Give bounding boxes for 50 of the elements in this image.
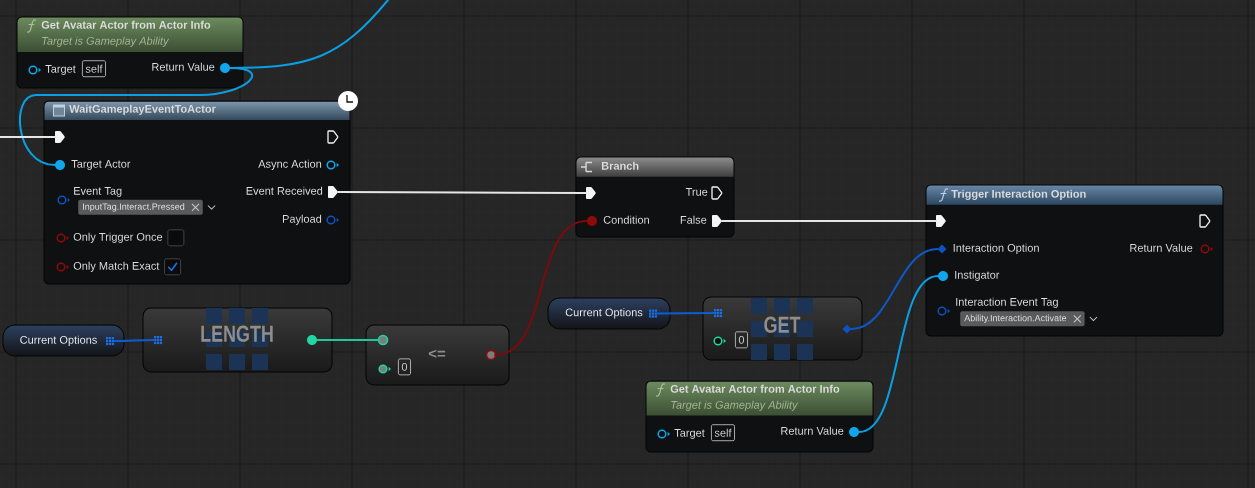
wire xyxy=(337,191,587,194)
pin-label: Target xyxy=(45,65,76,75)
tag-chip: Ability.Interaction.Activate xyxy=(960,311,1085,327)
pin-label: Instigator xyxy=(955,270,1000,281)
wire xyxy=(850,248,939,330)
value-field: 0 xyxy=(735,331,748,349)
wire xyxy=(494,220,588,356)
pin-label: Only Trigger Once xyxy=(73,232,163,243)
pin-label: False xyxy=(680,215,707,224)
pin-label: Only Match Exact xyxy=(73,261,160,272)
node-title: Trigger Interaction Option xyxy=(951,189,1086,200)
pin-label: Condition xyxy=(603,215,649,224)
pin-label: Async Action xyxy=(258,159,322,170)
wire xyxy=(0,136,56,138)
array-pin-icon xyxy=(714,309,723,318)
pin-label: Target Actor xyxy=(71,160,131,170)
pin-label: Interaction Option xyxy=(953,243,1039,254)
pin-label: Return Value xyxy=(781,426,844,435)
variable-pill: Current Options xyxy=(2,324,125,357)
node-title: Branch xyxy=(601,161,639,170)
value-field: 0 xyxy=(398,358,411,376)
node-title: Get Avatar Actor from Actor Info xyxy=(670,384,840,393)
wire xyxy=(656,312,715,315)
wire xyxy=(316,339,380,341)
pin-label: Return Value xyxy=(152,62,215,71)
wire xyxy=(18,67,254,166)
pin-label: Target xyxy=(674,429,705,439)
node-subtitle: Target is Gameplay Ability xyxy=(42,36,170,47)
exec-pin-icon xyxy=(55,131,65,143)
wire xyxy=(858,275,939,433)
value-field: self xyxy=(82,60,106,78)
exec-pin-icon xyxy=(936,215,946,227)
array-pin-icon xyxy=(649,309,658,318)
pin-label: Event Received xyxy=(246,186,323,195)
pin-label: Interaction Event Tag xyxy=(956,297,1058,308)
pin-icon xyxy=(377,334,389,346)
pin-label: Return Value xyxy=(1130,243,1193,252)
node-title: WaitGameplayEventToActor xyxy=(69,104,216,115)
pin-label: True xyxy=(685,188,708,196)
node-subtitle: Target is Gameplay Ability xyxy=(671,400,799,411)
diamond-pin-icon xyxy=(842,324,852,334)
exec-pin-icon xyxy=(586,187,596,199)
array-pin-icon xyxy=(106,337,115,346)
pin-label: Event Tag xyxy=(74,187,122,197)
wire xyxy=(721,220,937,222)
pin-label: Payload xyxy=(282,214,322,225)
pin-icon xyxy=(485,349,497,361)
value-field: self xyxy=(711,424,735,442)
node-title: Get Avatar Actor from Actor Info xyxy=(41,20,211,29)
variable-pill: Current Options xyxy=(547,297,671,330)
